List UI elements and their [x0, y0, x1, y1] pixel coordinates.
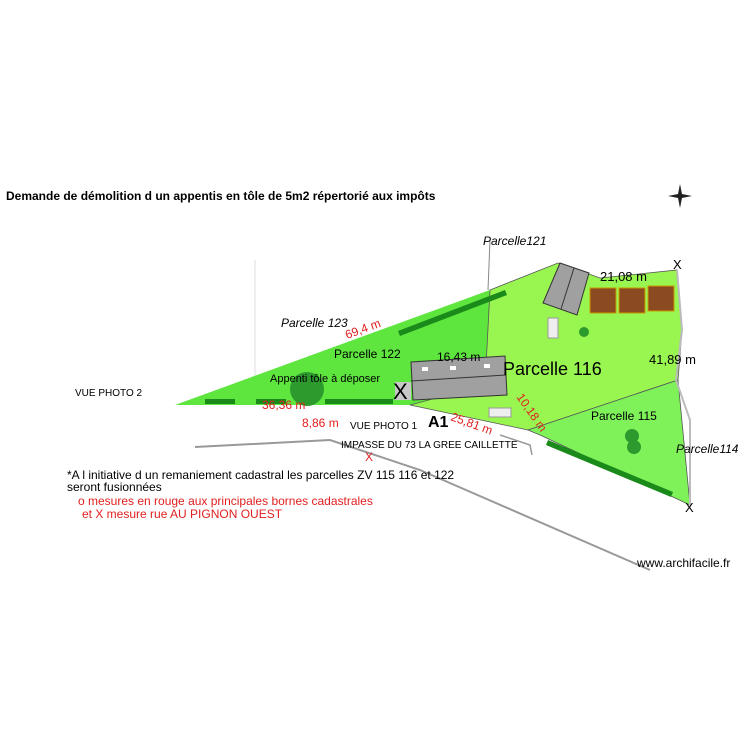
note-line: seront fusionnées — [67, 480, 162, 494]
garden-bed — [618, 287, 646, 314]
appentis-label: Appenti tôle à déposer — [270, 373, 380, 385]
boundary-line — [487, 239, 491, 291]
note-line: o mesures en rouge aux principales borne… — [78, 494, 373, 508]
window-icon — [450, 366, 456, 370]
boundary-marker-x: X — [685, 500, 694, 515]
appentis-shed[interactable] — [395, 382, 411, 400]
tree-icon — [290, 372, 324, 406]
measure-label: 36,36 m — [262, 398, 305, 412]
measure-label: 16,43 m — [437, 350, 480, 364]
garden-bed — [647, 285, 675, 312]
hedge — [325, 399, 393, 404]
a1-label: A1 — [428, 414, 449, 431]
hedge — [398, 290, 507, 336]
parcel-114-label: Parcelle114 — [676, 442, 739, 456]
note-line: *A l initiative d un remaniement cadastr… — [67, 468, 454, 482]
hedge — [256, 399, 286, 404]
parcel-115-label: Parcelle 115 — [591, 409, 657, 423]
boundary-marker-x: X — [673, 257, 682, 272]
boundary-line — [674, 269, 691, 505]
road-line — [499, 434, 533, 456]
parcel-121-label: Parcelle121 — [483, 234, 546, 248]
measure-label: 8,86 m — [302, 416, 339, 430]
demolition-marker-x: X — [393, 379, 408, 404]
window-icon — [422, 367, 428, 371]
hedges — [205, 290, 673, 497]
note-line: et X mesure rue AU PIGNON OUEST — [82, 507, 283, 521]
car-icon — [488, 407, 512, 418]
road-line — [194, 438, 651, 571]
page-title: Demande de démolition d un appentis en t… — [6, 189, 436, 203]
parcel-116-label: Parcelle 116 — [503, 359, 602, 379]
parcel-123-label: Parcelle 123 — [281, 316, 348, 330]
photo-view-1-label: VUE PHOTO 1 — [350, 421, 417, 432]
car-icon — [547, 317, 559, 339]
tree-icon — [627, 440, 641, 454]
hedge — [546, 440, 673, 497]
outbuilding[interactable] — [542, 262, 590, 316]
photo-view-2-label: VUE PHOTO 2 — [75, 388, 142, 399]
measure-label: 41,89 m — [649, 352, 696, 367]
street-label: IMPASSE DU 73 LA GREE CAILLETTE — [341, 440, 518, 451]
red-marker-x: X — [365, 450, 373, 464]
tree-icon — [625, 429, 639, 443]
parcel-122-label: Parcelle 122 — [334, 347, 401, 361]
window-icon — [484, 364, 490, 368]
roof-line — [560, 267, 575, 310]
measure-label: 21,08 m — [600, 269, 647, 284]
watermark: www.archifacile.fr — [636, 556, 730, 570]
compass-icon — [668, 184, 692, 208]
garden-bed — [589, 287, 617, 314]
tree-icon — [579, 327, 589, 337]
hedge — [205, 399, 235, 404]
roof-line — [410, 374, 507, 382]
